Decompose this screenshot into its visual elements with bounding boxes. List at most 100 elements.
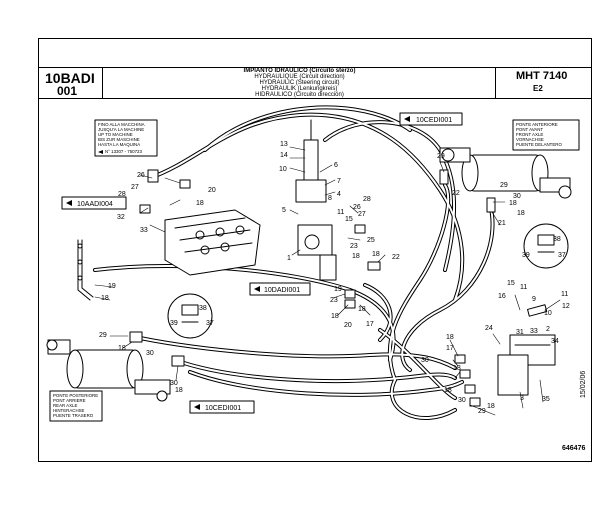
- svg-text:PONT AVANT: PONT AVANT: [516, 127, 543, 132]
- front-axle-cylinder: [439, 147, 572, 199]
- svg-text:VORNACHSE: VORNACHSE: [516, 137, 544, 142]
- svg-text:PUENTE TRASERO: PUENTE TRASERO: [53, 413, 94, 418]
- callout-30c: 30: [170, 380, 178, 387]
- callout-26: 26: [137, 172, 145, 179]
- callout-18c: 18: [372, 251, 380, 258]
- callout-29: 29: [437, 153, 445, 160]
- drawing-frame: 10BADI 001 IMPIANTO IDRAULICO (Circuito …: [38, 38, 592, 462]
- callout-10: 10: [279, 166, 287, 173]
- callout-28b: 28: [363, 196, 371, 203]
- rear-axle-cylinder: [46, 339, 171, 402]
- svg-text:PONTE POSTERIORE: PONTE POSTERIORE: [53, 393, 98, 398]
- left-steel-pipe: [77, 239, 94, 301]
- svg-text:PONT ARRIERE: PONT ARRIERE: [53, 398, 86, 403]
- priority-valve: [497, 334, 556, 396]
- callout-17: 17: [366, 321, 374, 328]
- drawing-code-cell: 10BADI 001: [39, 68, 103, 98]
- ref-cedi-bottom[interactable]: 10CEDI001: [205, 405, 241, 412]
- svg-text:N° 13307 - 750723: N° 13307 - 750723: [105, 149, 142, 154]
- steering-unit: [295, 119, 337, 281]
- callout-22: 22: [392, 254, 400, 261]
- leader-lines: [94, 146, 561, 416]
- callout-33: 33: [140, 227, 148, 234]
- callout-18f: 18: [509, 200, 517, 207]
- callout-30: 30: [513, 193, 521, 200]
- svg-text:FINO ALLA MACCHINA: FINO ALLA MACCHINA: [98, 122, 145, 127]
- svg-text:UP TO MACHINE: UP TO MACHINE: [98, 132, 133, 137]
- callout-22b: 22: [452, 190, 460, 197]
- note-rear-axle: PONTE POSTERIORE PONT ARRIERE REAR AXLE …: [53, 393, 98, 418]
- callout-18h: 18: [101, 295, 109, 302]
- note-machine-limit: FINO ALLA MACCHINA JUSQU'A LA MACHINE UP…: [98, 122, 145, 154]
- callout-18n: 18: [487, 403, 495, 410]
- ref-aadi[interactable]: 10AADI004: [77, 201, 113, 208]
- svg-text:PONTE ANTERIORE: PONTE ANTERIORE: [516, 122, 558, 127]
- callout-11c: 11: [561, 291, 568, 298]
- callout-20b: 20: [344, 322, 352, 329]
- callout-37b: 37: [206, 320, 214, 327]
- callout-39: 39: [522, 252, 530, 259]
- svg-text:PUENTE DELANTERO: PUENTE DELANTERO: [516, 142, 562, 147]
- part-callouts: 26 27 28 20 18 32 33 13 14 10 6 7 4 5 8 …: [99, 141, 570, 415]
- title-en: HYDRAULIC (Steering circuit): [259, 79, 340, 86]
- callout-18b: 18: [352, 253, 360, 260]
- title-de: HYDRAULIK (Lenkungkreis): [261, 85, 338, 92]
- callout-13: 13: [280, 141, 288, 148]
- callout-14: 14: [280, 152, 288, 159]
- callout-29d: 29: [478, 408, 486, 415]
- callout-23b: 23: [330, 297, 338, 304]
- callout-26b: 26: [353, 204, 361, 211]
- title-block: 10BADI 001 IMPIANTO IDRAULICO (Circuito …: [39, 67, 591, 99]
- svg-text:HASTA LA MAQUINA: HASTA LA MAQUINA: [98, 142, 140, 147]
- callout-4: 4: [337, 191, 341, 198]
- callout-38: 38: [553, 236, 561, 243]
- callout-23: 23: [350, 243, 358, 250]
- callout-11: 11: [337, 209, 344, 216]
- flag-arrows: [66, 116, 410, 410]
- callout-18k: 18: [446, 334, 454, 341]
- drawing-code: 10BADI: [45, 70, 95, 86]
- ref-cedi-top[interactable]: 10CEDI001: [416, 117, 452, 124]
- callout-30d: 30: [421, 357, 429, 364]
- ref-flags: [49, 112, 580, 422]
- callout-5: 5: [282, 207, 286, 214]
- svg-text:BIS ZUR MASCHINE: BIS ZUR MASCHINE: [98, 137, 140, 142]
- callout-30b: 30: [146, 350, 154, 357]
- callout-18: 18: [196, 200, 204, 207]
- callout-21: 21: [498, 220, 506, 227]
- title-it: IMPIANTO IDRAULICO (Circuito sterzo): [243, 68, 356, 74]
- callout-18l: 18: [453, 365, 461, 372]
- callout-28: 28: [118, 191, 126, 198]
- side-date: 15/02/06: [580, 371, 587, 398]
- callout-18j: 18: [175, 387, 183, 394]
- callout-29c: 29: [99, 332, 107, 339]
- callout-34: 34: [551, 338, 559, 345]
- distributor-block: [164, 209, 261, 276]
- callout-2: 2: [546, 326, 550, 333]
- callout-17b: 17: [446, 345, 454, 352]
- callout-18e: 18: [358, 306, 366, 313]
- callout-24: 24: [485, 325, 493, 332]
- callout-37: 37: [558, 252, 566, 259]
- callout-25: 25: [367, 237, 375, 244]
- model-cell: MHT 7140 E2: [495, 68, 591, 98]
- callout-8: 8: [328, 195, 332, 202]
- callout-19b: 19: [108, 283, 116, 290]
- detail-circles: [167, 223, 569, 339]
- title-fr: HYDRAULIQUE (Circuit direction): [254, 73, 345, 80]
- model-variant: E2: [533, 84, 543, 93]
- callout-7: 7: [337, 178, 341, 185]
- ref-dadi[interactable]: 10DADI001: [264, 287, 300, 294]
- callout-29b: 29: [500, 182, 508, 189]
- drawing-titles: IMPIANTO IDRAULICO (Circuito sterzo) HYD…: [103, 68, 496, 99]
- fittings: [129, 169, 548, 407]
- svg-text:JUSQU'A LA MACHINE: JUSQU'A LA MACHINE: [98, 127, 144, 132]
- callout-31: 31: [516, 329, 524, 336]
- callout-1: 1: [287, 255, 291, 262]
- svg-text:HINTERACHSE: HINTERACHSE: [53, 408, 85, 413]
- model-name: MHT 7140: [516, 70, 568, 82]
- note-front-axle: PONTE ANTERIORE PONT AVANT FRONT AXLE VO…: [516, 122, 562, 147]
- title-es: HIDRAULICO (Circuito dirección): [255, 91, 344, 98]
- callout-18i: 18: [118, 345, 126, 352]
- callout-11b: 11: [520, 284, 527, 291]
